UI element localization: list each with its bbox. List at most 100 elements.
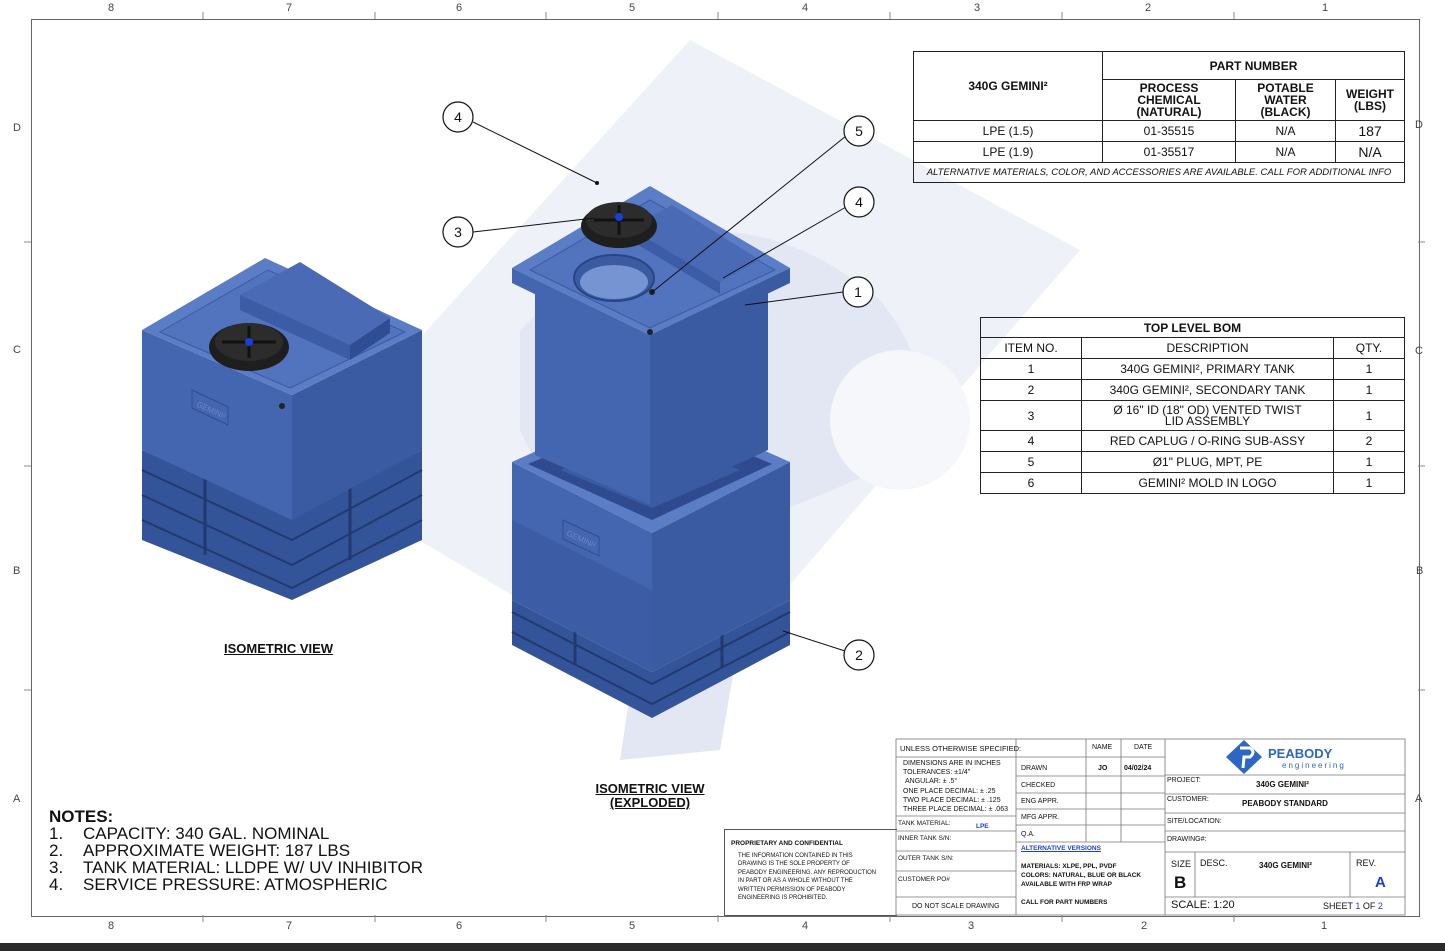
- tb-inner-sn: INNER TANK S/N:: [898, 835, 952, 842]
- note-1: 1. CAPACITY: 340 GAL. NOMINAL: [49, 825, 329, 842]
- tb-mfg-appr: MFG APPR.: [1021, 814, 1060, 821]
- peabody-logo-mark: [1226, 740, 1262, 774]
- balloon-3-label: 3: [454, 224, 462, 240]
- exploded-view-line2: (EXPLODED): [609, 795, 691, 810]
- note-text: CAPACITY: 340 GAL. NOMINAL: [83, 824, 330, 843]
- notes-title: NOTES:: [49, 807, 114, 826]
- company-sub: engineering: [1282, 761, 1346, 770]
- balloon-4-lower: [843, 186, 875, 218]
- zone-col-top-5: 5: [629, 2, 636, 14]
- zone-col-bottom-1: 1: [1321, 920, 1328, 932]
- note-text: APPROXIMATE WEIGHT: 187 LBS: [83, 841, 351, 860]
- zone-col-bottom-8: 8: [108, 920, 115, 932]
- tb-name-header: NAME: [1092, 744, 1113, 751]
- table-row: 3 Ø 16" ID (18" OD) VENTED TWIST LID ASS…: [980, 400, 1405, 431]
- bom-qty: 1: [1333, 472, 1405, 494]
- leader-lines: [472, 121, 847, 652]
- zone-row-right-B: B: [1416, 565, 1424, 577]
- exploded-view-line1: ISOMETRIC VIEW: [595, 781, 705, 796]
- iso-view-label: ISOMETRIC VIEW: [224, 641, 334, 656]
- tb-sheet-total: 2: [1377, 901, 1383, 911]
- tb-tank-material: TANK MATERIAL:: [898, 820, 951, 827]
- balloon-2-label: 2: [855, 647, 863, 663]
- primary-tank: [512, 186, 790, 505]
- zone-row-right-C: C: [1415, 345, 1423, 357]
- zone-col-bottom-5: 5: [629, 920, 636, 932]
- zone-col-top-7: 7: [286, 2, 293, 14]
- tb-unless: UNLESS OTHERWISE SPECIFIED:: [900, 744, 1022, 753]
- tb-project: 340G GEMINI²: [1256, 780, 1309, 789]
- tb-dims: DIMENSIONS ARE IN INCHES TOLERANCES: ±1/…: [903, 759, 1008, 814]
- tb-sheet-num: 1: [1355, 901, 1361, 911]
- part-table-note: ALTERNATIVE MATERIALS, COLOR, AND ACCESS…: [913, 162, 1405, 183]
- bom-item: 3: [980, 400, 1082, 431]
- drawing-frame: [31, 19, 1420, 917]
- zone-col-bottom-6: 6: [456, 920, 463, 932]
- tb-site-label: SITE/LOCATION:: [1167, 818, 1222, 825]
- exploded-view-label: ISOMETRIC VIEW (EXPLODED): [592, 782, 708, 810]
- tb-desc-label: DESC.: [1200, 858, 1228, 868]
- tb-dim-line: ONE PLACE DECIMAL: ± .25: [903, 787, 996, 795]
- balloon-4-lower-label: 4: [855, 194, 863, 210]
- note-2: 2. APPROXIMATE WEIGHT: 187 LBS: [49, 842, 350, 859]
- part-table-col-potable: POTABLE WATER (BLACK): [1235, 79, 1336, 121]
- zone-col-top-4: 4: [802, 2, 809, 14]
- zone-ticks: [24, 12, 1425, 922]
- proprietary-box: [724, 829, 897, 916]
- zone-col-top-3: 3: [974, 2, 981, 14]
- note-number: 1.: [49, 824, 64, 843]
- bom-header-item: ITEM NO.: [980, 337, 1082, 359]
- tb-outer-sn: OUTER TANK S/N:: [898, 855, 954, 862]
- zone-col-bottom-2: 2: [1141, 920, 1148, 932]
- table-row: 1 340G GEMINI², PRIMARY TANK 1: [980, 358, 1405, 380]
- tb-drawn-date: 04/02/24: [1124, 765, 1152, 772]
- tb-project-label: PROJECT:: [1167, 777, 1201, 784]
- tb-do-not-scale: DO NOT SCALE DRAWING: [912, 903, 1000, 910]
- zone-row-left-A: A: [13, 793, 21, 805]
- tb-of-label: OF: [1362, 901, 1376, 911]
- note-number: 2.: [49, 841, 64, 860]
- tb-eng-appr: ENG APPR.: [1021, 798, 1059, 805]
- proprietary-title: PROPRIETARY AND CONFIDENTIAL: [731, 840, 843, 847]
- tb-colors: COLORS: NATURAL, BLUE OR BLACK: [1021, 872, 1142, 879]
- table-row: 2 340G GEMINI², SECONDARY TANK 1: [980, 379, 1405, 401]
- tb-tank-material-value: LPE: [976, 823, 989, 830]
- zone-row-left-C: C: [13, 344, 21, 356]
- bom-desc: 340G GEMINI², PRIMARY TANK: [1081, 358, 1334, 380]
- tb-dim-line: ANGULAR: ± .5°: [905, 778, 958, 786]
- tb-dim-line: DIMENSIONS ARE IN INCHES: [903, 760, 1001, 767]
- company-name: PEABODY: [1268, 746, 1333, 761]
- note-number: 4.: [49, 875, 64, 894]
- tb-rev-label: REV.: [1356, 858, 1377, 868]
- bom-title: TOP LEVEL BOM: [980, 317, 1405, 338]
- balloon-4-upper: [442, 101, 474, 133]
- balloon-1: [842, 276, 874, 308]
- tb-drawn-name: JO: [1098, 765, 1108, 772]
- part-weight: N/A: [1335, 141, 1405, 163]
- zone-col-bottom-7: 7: [286, 920, 293, 932]
- balloon-5: [843, 115, 875, 147]
- balloon-4-upper-label: 4: [454, 109, 462, 125]
- bom-table: TOP LEVEL BOM ITEM NO. DESCRIPTION QTY. …: [980, 317, 1405, 494]
- bom-desc: GEMINI² MOLD IN LOGO: [1081, 472, 1334, 494]
- tb-drawing-label: DRAWING#:: [1167, 836, 1207, 843]
- zone-row-left-B: B: [13, 565, 21, 577]
- table-row: LPE (1.9) 01-35517 N/A N/A: [913, 141, 1405, 163]
- tb-materials: MATERIALS: XLPE, PPL, PVDF: [1021, 863, 1117, 870]
- tb-checked: CHECKED: [1021, 782, 1056, 789]
- tb-sheet-label: SHEET: [1323, 901, 1353, 911]
- bottom-bar: [0, 943, 1445, 951]
- tb-size: B: [1174, 873, 1187, 892]
- balloon-5-label: 5: [855, 123, 863, 139]
- table-row: 5 Ø1" PLUG, MPT, PE 1: [980, 451, 1405, 473]
- part-table-col-process: PROCESS CHEMICAL (NATURAL): [1102, 79, 1236, 121]
- note-text: TANK MATERIAL: LLDPE W/ UV INHIBITOR: [83, 858, 424, 877]
- zone-col-top-6: 6: [456, 2, 463, 14]
- tb-sheet: SHEET 1 OF 2: [1323, 901, 1383, 911]
- table-row: 6 GEMINI² MOLD IN LOGO 1: [980, 472, 1405, 494]
- note-text: SERVICE PRESSURE: ATMOSPHERIC: [83, 875, 388, 894]
- tb-customer-label: CUSTOMER:: [1167, 796, 1209, 803]
- proprietary-body: THE INFORMATION CONTAINED IN THIS DRAWIN…: [738, 853, 877, 902]
